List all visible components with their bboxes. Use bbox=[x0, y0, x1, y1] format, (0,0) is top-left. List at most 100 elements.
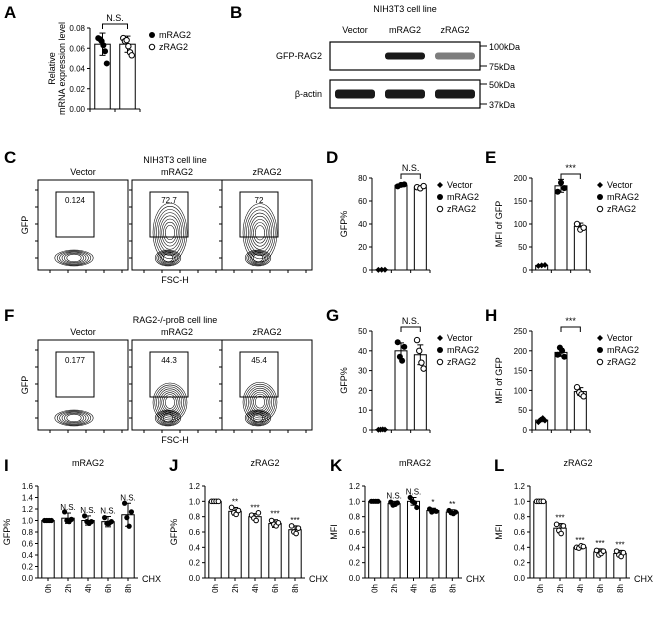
significance-label: N.S. bbox=[120, 493, 136, 502]
flow-contour bbox=[163, 221, 177, 244]
bar-4h bbox=[573, 546, 587, 579]
x-tick-label: 8h bbox=[448, 584, 457, 593]
bar-mRAG2 bbox=[554, 185, 568, 271]
flow-contour bbox=[59, 251, 89, 265]
flow-contour bbox=[159, 390, 181, 415]
flow-gate-value: 45.4 bbox=[251, 356, 267, 365]
panel-label-H: H bbox=[485, 306, 497, 325]
bar-0h bbox=[533, 500, 547, 579]
x-tick-label: 6h bbox=[271, 584, 280, 593]
significance-label: N.S. bbox=[100, 506, 116, 515]
y-label-line: MFI of GFP bbox=[494, 201, 504, 248]
y-tick-label: 0.6 bbox=[349, 528, 361, 537]
point-zRAG2 bbox=[580, 224, 587, 231]
significance-bracket bbox=[400, 173, 421, 179]
x-tick-label: 6h bbox=[596, 584, 605, 593]
x-tick-label: 2h bbox=[231, 584, 240, 593]
y-tick-label: 0.4 bbox=[349, 543, 361, 552]
point-Vector bbox=[381, 266, 388, 273]
y-tick-label: 60 bbox=[358, 197, 367, 206]
lane-label: Vector bbox=[342, 25, 368, 35]
y-axis-label: GFP% bbox=[339, 367, 349, 394]
y-tick-label: 20 bbox=[358, 243, 367, 252]
significance-label: N.S. bbox=[106, 13, 124, 23]
flow-plot bbox=[37, 339, 129, 431]
point bbox=[128, 509, 135, 515]
y-tick-label: 1.0 bbox=[349, 497, 361, 506]
y-tick-label: 1.2 bbox=[514, 482, 526, 491]
flow-plot bbox=[131, 339, 223, 431]
point-mRAG2 bbox=[561, 185, 568, 192]
point bbox=[593, 547, 600, 554]
flow-title: RAG2-/-proB cell line bbox=[133, 315, 218, 325]
significance-label: *** bbox=[615, 540, 624, 549]
flow-contour bbox=[246, 209, 274, 256]
marker-label: 75kDa bbox=[489, 62, 515, 72]
flow-contour bbox=[154, 249, 182, 267]
y-tick-label: 0.4 bbox=[514, 543, 526, 552]
flow-contour bbox=[61, 412, 87, 424]
y-tick-label: 100 bbox=[514, 220, 528, 229]
y-tick-label: 0.4 bbox=[22, 551, 34, 560]
x-tick-label: 8h bbox=[124, 584, 133, 593]
blot-band bbox=[335, 89, 375, 99]
flow-contour bbox=[164, 396, 176, 409]
point-zRAG2 bbox=[420, 365, 427, 372]
flow-contour bbox=[159, 252, 177, 264]
legend-label: mRAG2 bbox=[447, 192, 479, 202]
y-tick-label: 80 bbox=[358, 174, 367, 183]
y-tick-label: 250 bbox=[514, 327, 528, 336]
flow-contour bbox=[246, 250, 270, 266]
point-zRAG2 bbox=[573, 220, 581, 228]
bar-8h bbox=[445, 511, 459, 579]
x-tick-label: 4h bbox=[576, 584, 585, 593]
point-mRAG2 bbox=[399, 357, 406, 364]
bar-0h bbox=[208, 500, 222, 579]
y-tick-label: 100 bbox=[514, 386, 528, 395]
significance-label: *** bbox=[575, 536, 584, 545]
flow-contour bbox=[157, 212, 183, 253]
flow-contour bbox=[251, 391, 269, 413]
legend-label: Vector bbox=[447, 180, 473, 190]
panel-label-C: C bbox=[4, 148, 16, 167]
legend-marker-Vector bbox=[437, 182, 443, 188]
y-tick-label: 150 bbox=[514, 197, 528, 206]
flow-contour bbox=[253, 222, 267, 244]
y-axis-label: GFP% bbox=[2, 519, 12, 546]
significance-label: N.S. bbox=[80, 506, 96, 515]
blot-band bbox=[385, 52, 425, 60]
flow-contour bbox=[156, 410, 180, 426]
flow-contour bbox=[254, 225, 266, 241]
point bbox=[68, 516, 75, 522]
flow-contour bbox=[249, 389, 271, 415]
point-mRAG2 bbox=[103, 60, 110, 67]
point bbox=[553, 521, 560, 528]
panel-label-K: K bbox=[330, 456, 343, 475]
point bbox=[433, 508, 439, 514]
y-tick-label: 0.00 bbox=[69, 105, 85, 114]
blot-band bbox=[385, 89, 425, 99]
y-tick-label: 0.0 bbox=[22, 574, 34, 583]
flow-x-label: FSC-H bbox=[161, 275, 189, 285]
point-Vector bbox=[541, 261, 548, 268]
flow-contour bbox=[152, 382, 188, 423]
flow-contour bbox=[159, 215, 181, 250]
flow-contour bbox=[161, 413, 175, 423]
blot-row-label: β-actin bbox=[295, 89, 322, 99]
point bbox=[215, 498, 222, 505]
significance-label: ** bbox=[232, 497, 238, 506]
flow-contour bbox=[157, 388, 183, 417]
y-tick-label: 0 bbox=[523, 426, 528, 435]
legend-marker-mRAG2 bbox=[597, 347, 603, 353]
point-mRAG2 bbox=[100, 42, 107, 49]
point-mRAG2 bbox=[561, 353, 568, 360]
y-tick-label: 0.8 bbox=[514, 513, 526, 522]
point bbox=[412, 500, 418, 506]
point bbox=[126, 523, 132, 529]
significance-label: *** bbox=[595, 539, 604, 548]
